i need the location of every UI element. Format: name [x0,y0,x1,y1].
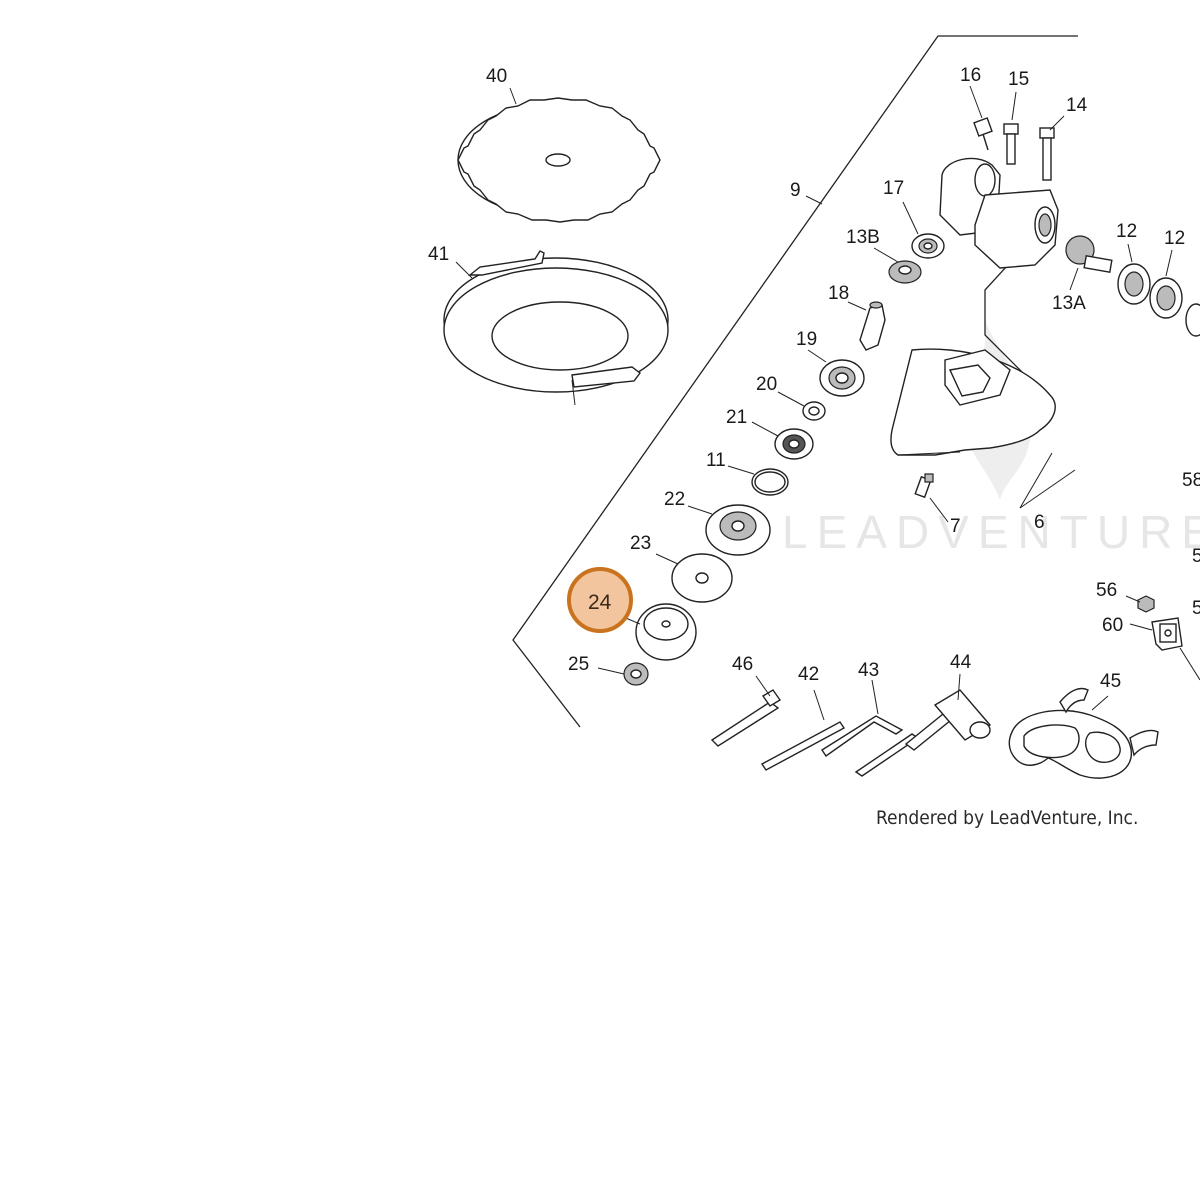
watermark-text: LEADVENTURE [782,506,1200,558]
leader-lines [455,85,1200,721]
label-19[interactable]: 19 [796,329,817,350]
part-14-bolt [1039,127,1055,181]
part-40-saw-blade [457,97,661,223]
label-45[interactable]: 45 [1100,671,1121,692]
part-13B-gear [888,260,922,284]
label-13B[interactable]: 13B [846,227,880,248]
label-9[interactable]: 9 [790,180,801,201]
label-12-b[interactable]: 12 [1164,228,1185,249]
highlight-part-24[interactable]: 24 [567,567,633,633]
part-42-pin [760,721,846,771]
label-11[interactable]: 11 [706,450,726,471]
label-5-a[interactable]: 5 [1192,546,1200,567]
label-44[interactable]: 44 [950,652,972,673]
label-46[interactable]: 46 [732,654,753,675]
part-20-spacer [802,401,826,421]
label-14[interactable]: 14 [1066,95,1088,116]
label-7[interactable]: 7 [950,516,961,537]
label-15[interactable]: 15 [1008,69,1029,90]
label-13A[interactable]: 13A [1052,293,1086,314]
gear-head-housing [939,157,1059,269]
render-credit: Rendered by LeadVenture, Inc. [876,807,1138,829]
part-17-bearing [911,233,945,259]
label-58[interactable]: 58 [1182,470,1200,491]
label-41[interactable]: 41 [428,244,449,265]
label-25[interactable]: 25 [568,654,589,675]
label-56[interactable]: 56 [1096,580,1117,601]
label-16[interactable]: 16 [960,65,981,86]
part-labels: 40 41 9 16 15 14 17 13B 12 12 13A 18 19 … [428,65,1200,692]
part-41-guard-ring [443,250,669,406]
label-20[interactable]: 20 [756,374,777,395]
label-40[interactable]: 40 [486,66,507,87]
part-21-seal [774,428,814,460]
part-22-holder [705,504,771,556]
label-21[interactable]: 21 [726,407,747,428]
part-18-spindle [859,301,886,351]
part-12-bearing-a [1117,263,1151,305]
label-42[interactable]: 42 [798,664,819,685]
part-60-bracket [1151,617,1183,651]
label-17[interactable]: 17 [883,178,904,199]
label-12-a[interactable]: 12 [1116,221,1137,242]
part-snap-ring-edge [1185,303,1200,337]
part-46-bolt [710,689,782,747]
part-16-bolt [973,117,993,151]
part-7-screw [914,473,934,499]
part-19-bearing [819,359,865,397]
label-23[interactable]: 23 [630,533,651,554]
part-25-nut [623,662,649,686]
label-18[interactable]: 18 [828,283,849,304]
highlight-circle[interactable] [567,567,633,633]
label-5-b[interactable]: 5 [1192,598,1200,619]
part-56-nut [1137,595,1155,613]
part-15-bolt [1003,123,1019,165]
part-23-washer [671,553,733,603]
part-45-goggles [1008,687,1159,779]
part-44-wrench [904,689,992,751]
label-6[interactable]: 6 [1034,512,1045,533]
part-6-guard [890,348,1056,456]
part-24-cover [635,603,697,661]
label-22[interactable]: 22 [664,489,685,510]
label-43[interactable]: 43 [858,660,879,681]
part-13A-pinion [1065,235,1113,273]
label-60[interactable]: 60 [1102,615,1123,636]
label-24[interactable]: 24 [588,591,612,614]
part-12-bearing-b [1149,277,1183,319]
part-11-snap-ring [751,468,789,496]
